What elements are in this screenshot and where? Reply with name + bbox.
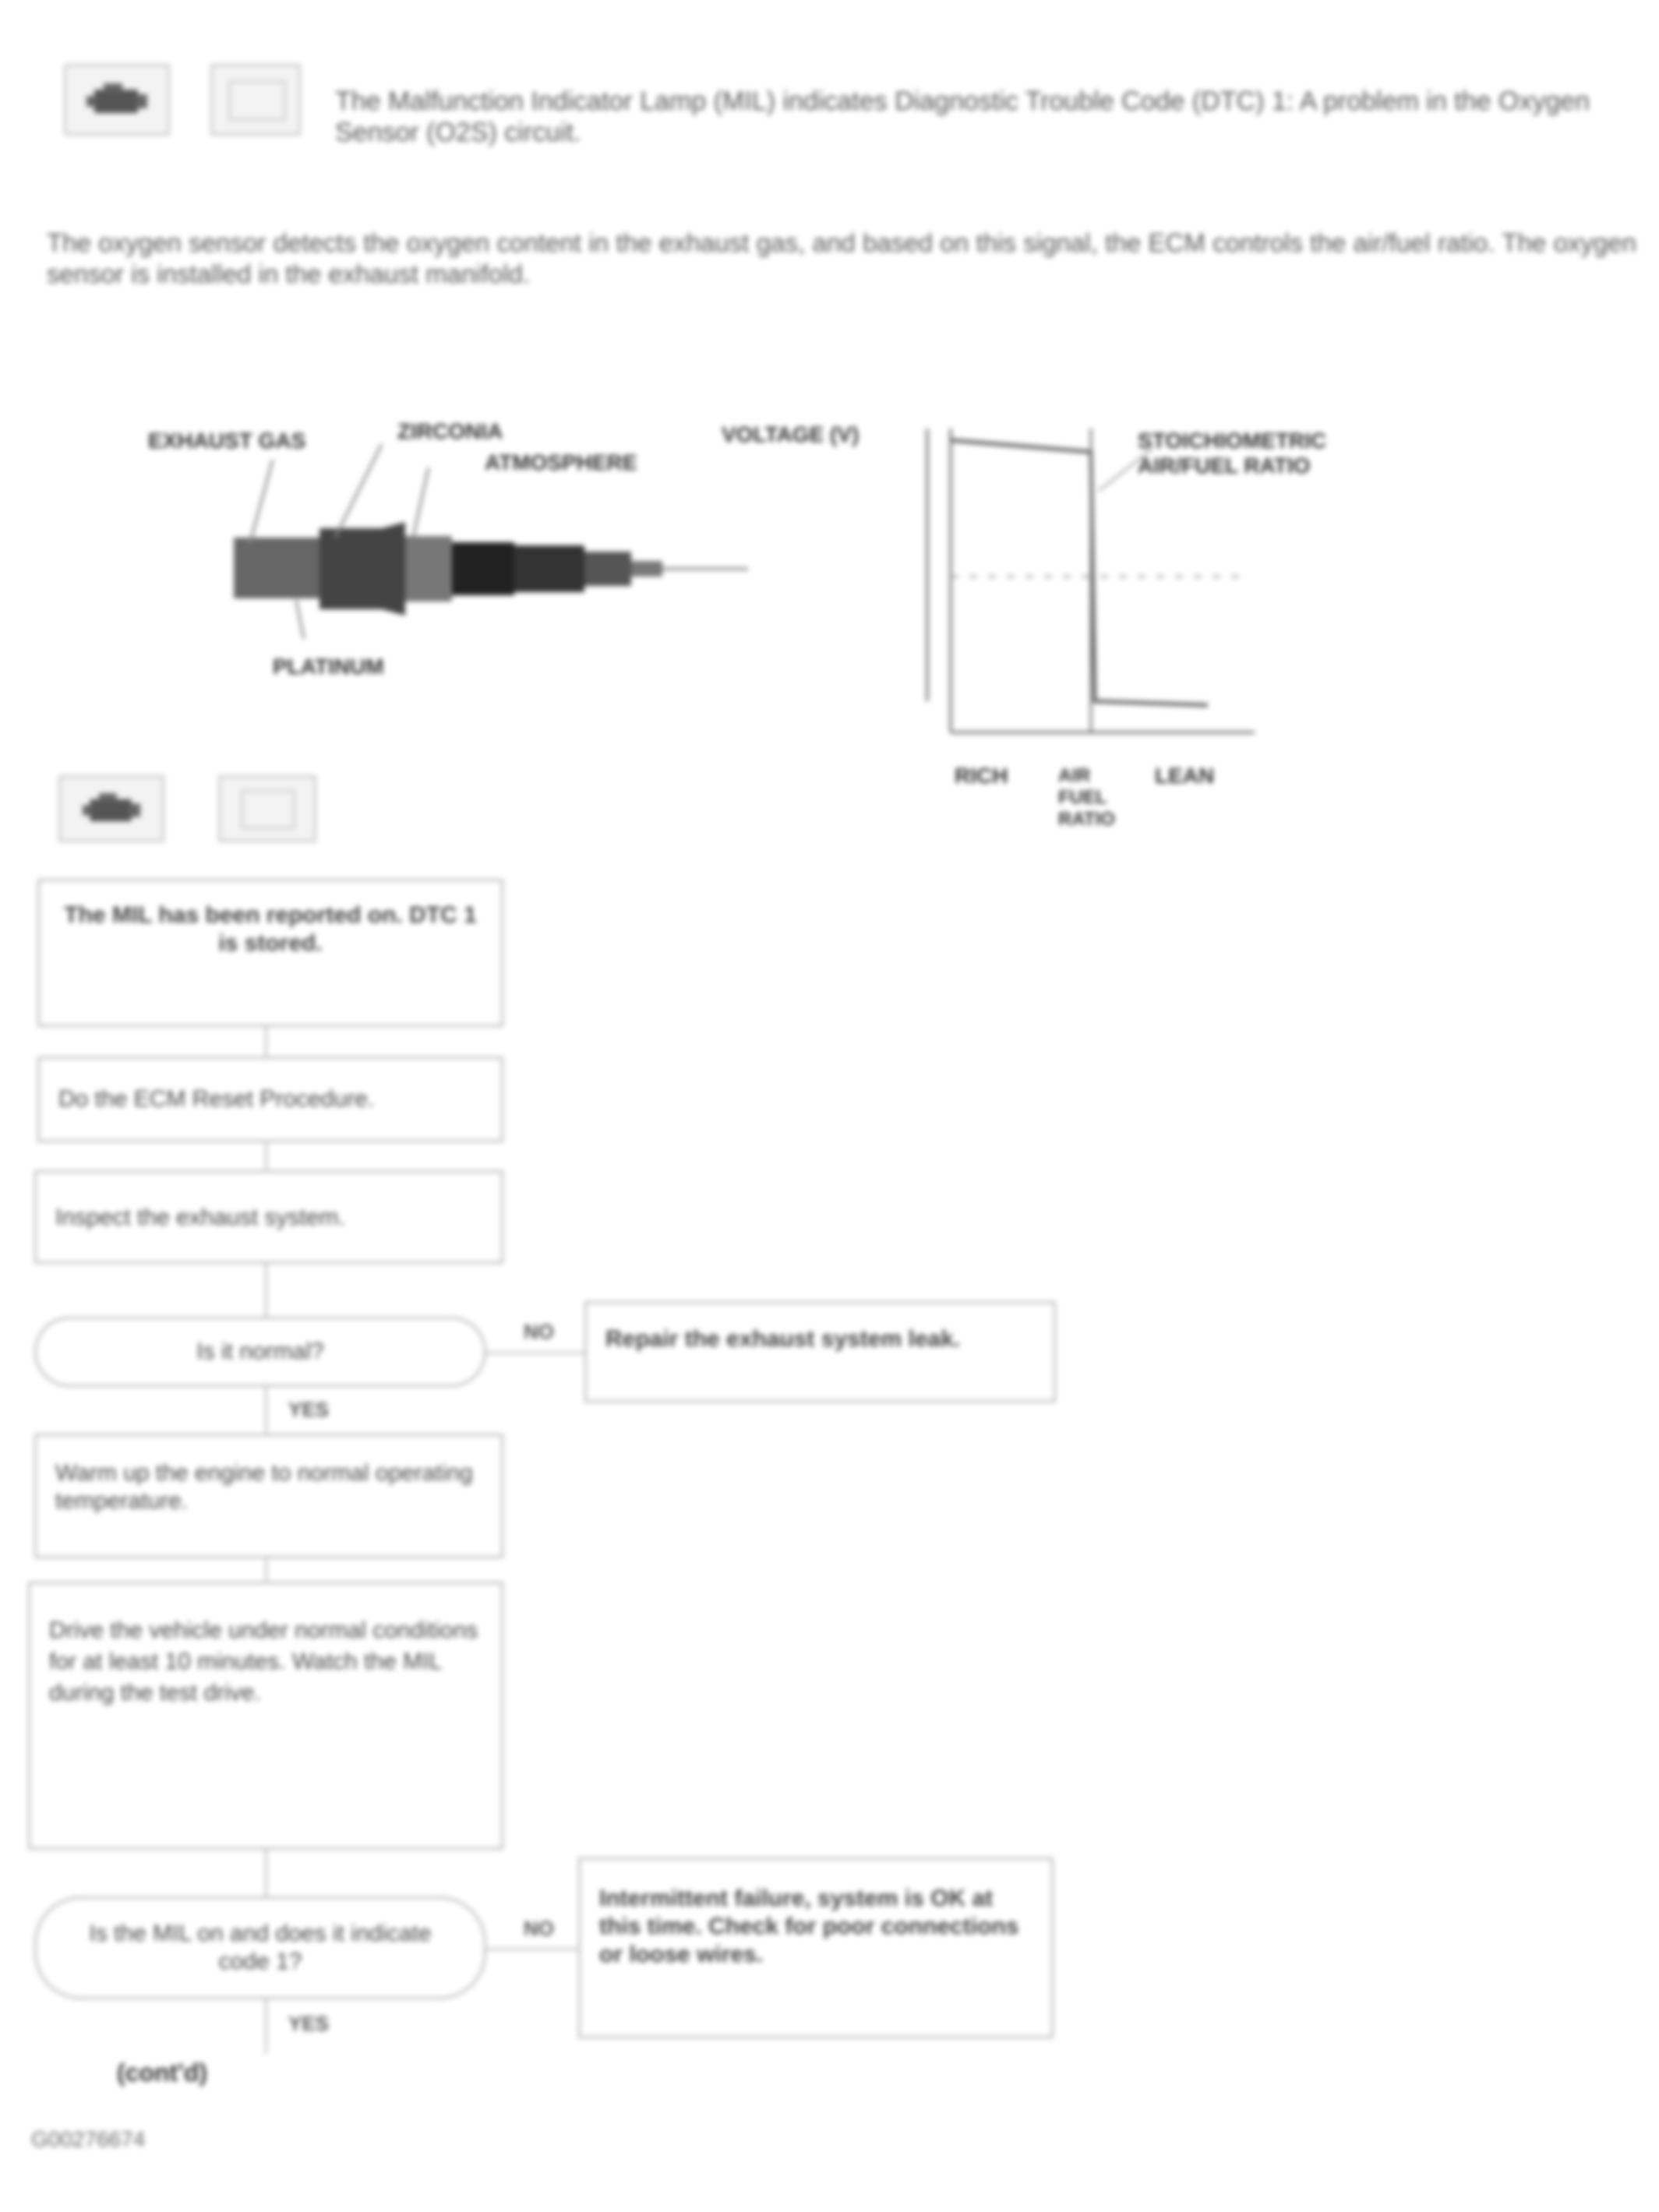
label-zirconia: ZIRCONIA	[397, 419, 503, 443]
label-atmosphere: ATMOSPHERE	[485, 450, 637, 475]
flowchart-yes-label-2: YES	[288, 2012, 330, 2035]
graph-curve-label: STOICHIOMETRIC AIR/FUEL RATIO	[1138, 429, 1327, 478]
flowchart-question-normal: Is it normal?	[34, 1317, 486, 1387]
engine-glyph	[86, 83, 147, 113]
flowchart-question-mil: Is the MIL on and does it indicate code …	[34, 1896, 486, 1999]
dtc-panel-icon	[218, 775, 316, 842]
graph-y-label: VOLTAGE (V)	[722, 422, 860, 446]
flowchart-step-drive: Drive the vehicle under normal condition…	[28, 1582, 503, 1850]
description-paragraph: The oxygen sensor detects the oxygen con…	[47, 228, 1636, 288]
flowchart-no-label-1: NO	[524, 1320, 554, 1343]
dtc-panel-icon	[210, 64, 301, 136]
oxygen-sensor-diagram: EXHAUST GAS ZIRCONIA ATMOSPHERE PLATINUM	[148, 405, 771, 686]
label-exhaust-gas: EXHAUST GAS	[148, 429, 306, 453]
flowchart-step-reset: Do the ECM Reset Procedure.	[37, 1057, 503, 1142]
flowchart-start: The MIL has been reported on. DTC 1 is s…	[37, 879, 503, 1027]
engine-glyph	[83, 793, 140, 822]
engine-icon	[58, 775, 164, 842]
flowchart-yes-label-1: YES	[288, 1398, 330, 1421]
flowchart-action-intermittent: Intermittent failure, system is OK at th…	[578, 1857, 1054, 2038]
figure-code: G00276674	[31, 2127, 146, 2151]
engine-icon	[64, 64, 170, 136]
voltage-graph: VOLTAGE (V) STOICHIOMETRIC AIR/FUEL RATI…	[717, 405, 1418, 857]
graph-tick-ratio: AIR FUEL RATIO	[1058, 765, 1115, 830]
flowchart-step-warmup: Warm up the engine to normal operating t…	[34, 1434, 503, 1558]
flowchart-continue-label: (cont'd)	[117, 2059, 208, 2087]
flowchart-action-repair: Repair the exhaust system leak.	[584, 1301, 1056, 1402]
graph-tick-lean: LEAN	[1155, 764, 1215, 788]
flowchart-no-label-2: NO	[524, 1917, 554, 1940]
intro-text: The Malfunction Indicator Lamp (MIL) ind…	[335, 86, 1590, 147]
flowchart-step-inspect: Inspect the exhaust system.	[34, 1170, 503, 1264]
label-platinum: PLATINUM	[273, 654, 384, 679]
graph-tick-rich: RICH	[955, 764, 1008, 788]
